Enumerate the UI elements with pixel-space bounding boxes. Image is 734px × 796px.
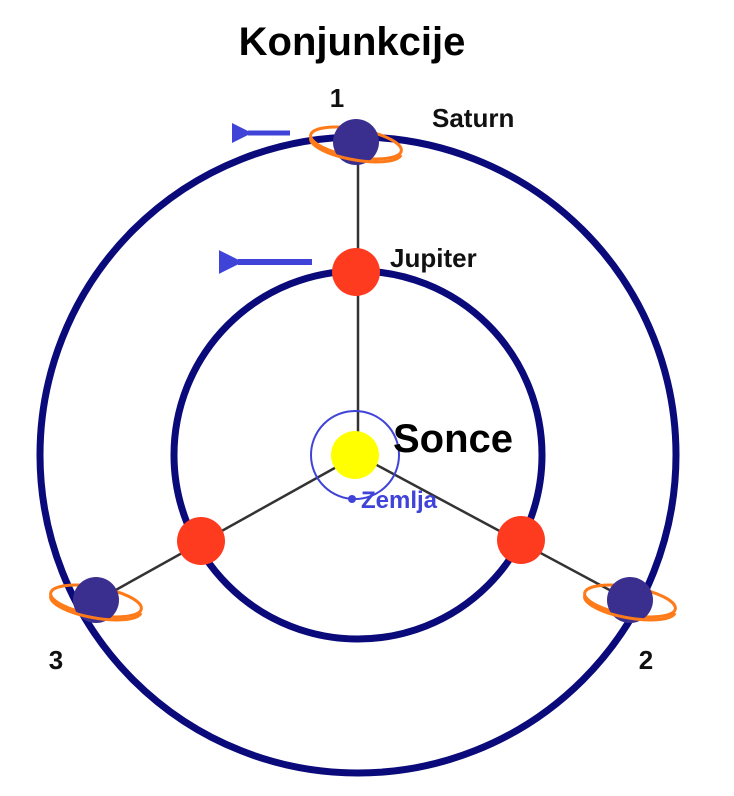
sun [331,431,379,479]
sun-label: Sonce [393,417,513,461]
earth [348,495,356,503]
earth-label: Zemlja [361,487,438,514]
spoke-3 [95,453,359,603]
saturn-position-2 [583,577,677,623]
jupiter-position-1 [332,248,380,296]
saturn-label: Saturn [432,103,514,133]
jupiter-position-2 [497,516,545,564]
saturn-position-3 [49,577,143,623]
position-number-3: 3 [49,645,63,675]
diagram-title: Konjunkcije [239,20,466,64]
spoke-2 [357,453,631,603]
saturn-position-1 [309,119,403,165]
position-number-1: 1 [330,83,344,113]
jupiter-label: Jupiter [390,243,477,273]
jupiter-position-3 [177,517,225,565]
position-number-2: 2 [639,645,653,675]
